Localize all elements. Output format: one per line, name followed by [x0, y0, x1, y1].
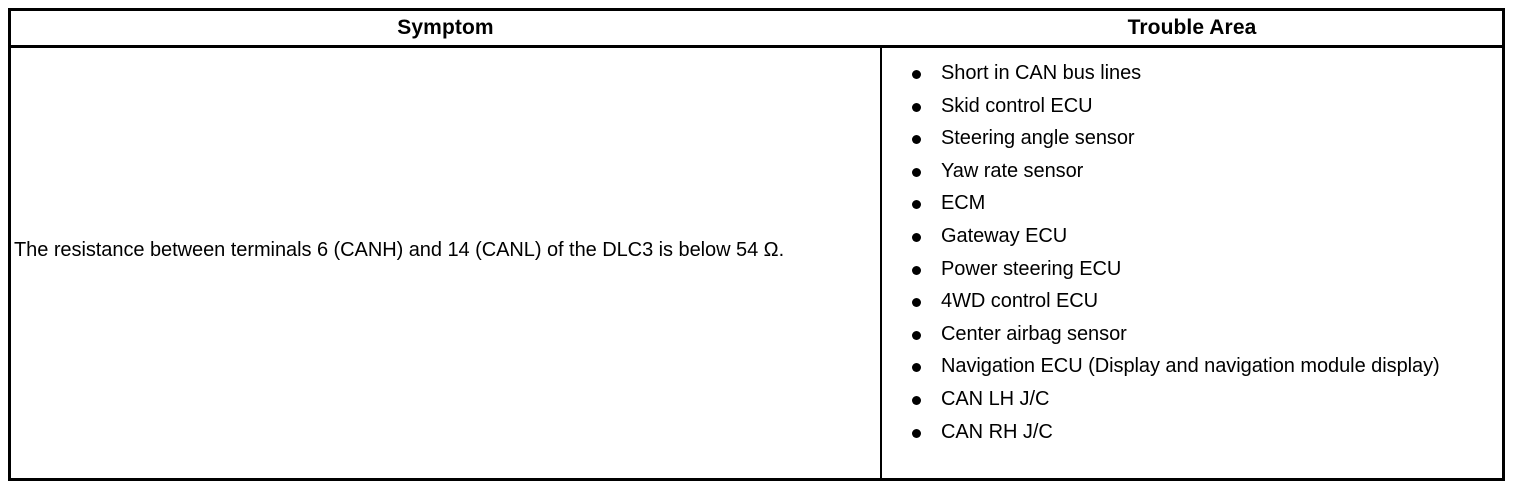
list-item: Center airbag sensor [903, 318, 1490, 351]
bullet-icon [912, 232, 921, 242]
list-item-label: CAN RH J/C [941, 420, 1053, 443]
list-item-label: Gateway ECU [941, 224, 1068, 247]
list-item: Skid control ECU [903, 90, 1490, 123]
symptom-trouble-table: Symptom Trouble Area The resistance betw… [8, 8, 1505, 481]
list-item: Gateway ECU [903, 220, 1490, 253]
list-item-label: Short in CAN bus lines [941, 62, 1142, 84]
bullet-icon [912, 428, 921, 438]
list-item-label: Skid control ECU [941, 94, 1093, 117]
list-item-label: ECM [941, 192, 986, 215]
symptom-description: The resistance between terminals 6 (CANH… [14, 239, 785, 261]
bullet-icon [912, 102, 921, 112]
list-item: Yaw rate sensor [903, 155, 1490, 188]
list-item: Power steering ECU [903, 253, 1490, 286]
bullet-icon [912, 200, 921, 210]
table-header-row: Symptom Trouble Area [11, 11, 1502, 48]
list-item: Steering angle sensor [903, 122, 1490, 155]
column-header-symptom: Symptom [397, 16, 494, 39]
column-header-trouble-area: Trouble Area [1127, 16, 1257, 39]
list-item-label: Yaw rate sensor [941, 159, 1084, 182]
bullet-icon [912, 363, 921, 373]
cell-symptom: The resistance between terminals 6 (CANH… [11, 48, 880, 478]
column-divider [880, 48, 882, 478]
bullet-icon [912, 265, 921, 275]
list-item: ECM [903, 187, 1490, 220]
list-item-label: 4WD control ECU [941, 290, 1099, 313]
trouble-area-list: Short in CAN bus lines Skid control ECU … [903, 57, 1490, 448]
list-item-label: Navigation ECU (Display and navigation m… [941, 355, 1440, 378]
bullet-icon [912, 298, 921, 308]
bullet-icon [912, 167, 921, 177]
list-item: Navigation ECU (Display and navigation m… [903, 350, 1490, 383]
list-item: CAN RH J/C [903, 416, 1490, 449]
list-item-label: Center airbag sensor [941, 322, 1127, 345]
bullet-icon [912, 330, 921, 340]
cell-trouble-area: Short in CAN bus lines Skid control ECU … [882, 48, 1502, 478]
list-item-label: Steering angle sensor [941, 127, 1135, 150]
bullet-icon [912, 135, 921, 145]
table-body-row: The resistance between terminals 6 (CANH… [11, 48, 1502, 478]
bullet-icon [912, 70, 921, 79]
list-item: 4WD control ECU [903, 285, 1490, 318]
list-item-label: CAN LH J/C [941, 387, 1050, 410]
list-item: Short in CAN bus lines [903, 57, 1490, 90]
list-item-label: Power steering ECU [941, 257, 1122, 280]
list-item: CAN LH J/C [903, 383, 1490, 416]
bullet-icon [912, 395, 921, 405]
